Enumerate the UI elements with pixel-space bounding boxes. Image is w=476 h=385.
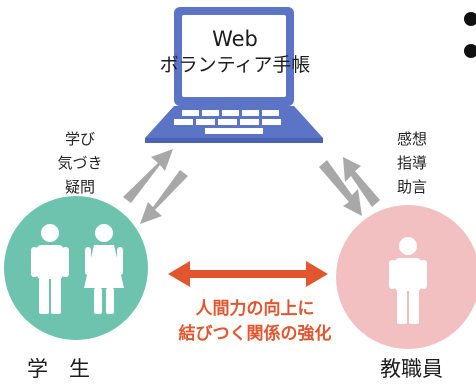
laptop-title-line2: ボランティア手帳 (159, 54, 311, 76)
bullet-dot-2 (464, 44, 476, 58)
right-flow-words: 感想 指導 助言 (387, 127, 437, 199)
left-word-1: 学び (64, 130, 95, 148)
right-upward-arrow (343, 157, 380, 207)
right-word-3: 助言 (396, 178, 427, 196)
left-flow-words: 学び 気づき 疑問 (50, 127, 110, 199)
orange-double-arrow (168, 261, 328, 287)
right-word-1: 感想 (396, 130, 427, 148)
center-caption-line1: 人間力の向上に (195, 299, 315, 319)
staff-icon (336, 205, 476, 349)
left-upward-arrow (123, 149, 173, 203)
right-word-2: 指導 (396, 154, 427, 172)
laptop-title-line1: Web (212, 27, 258, 51)
left-word-3: 疑問 (64, 178, 95, 196)
laptop-icon (145, 7, 323, 143)
center-caption-line2: 結びつく関係の強化 (178, 324, 332, 344)
students-icon (4, 196, 148, 340)
left-downward-arrow (140, 170, 188, 224)
students-label: 学 生 (27, 357, 90, 381)
right-downward-arrow (319, 160, 362, 216)
staff-label: 教職員 (380, 357, 443, 381)
left-word-2: 気づき (57, 154, 103, 172)
bullet-dot-1 (464, 12, 476, 26)
